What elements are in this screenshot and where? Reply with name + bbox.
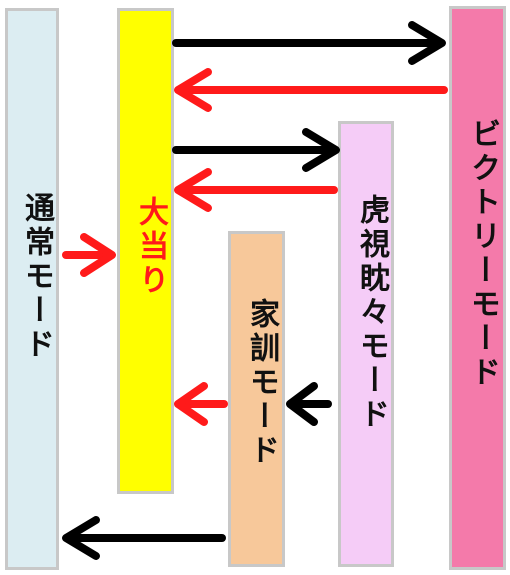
watching-mode-bar — [338, 121, 394, 567]
family-mode-label: 家訓モード — [244, 298, 279, 468]
arrow-family-to-jackpot — [174, 382, 228, 426]
watching-mode-label: 虎視眈々モード — [354, 194, 389, 432]
normal-mode-bar — [5, 8, 59, 570]
arrow-normal-to-jackpot — [62, 233, 116, 277]
arrow-jackpot-to-watching — [172, 128, 340, 172]
arrow-watching-to-jackpot — [174, 168, 338, 212]
victory-mode-bar — [449, 6, 506, 570]
arrow-watching-to-family — [286, 382, 332, 426]
jackpot-bar — [117, 8, 174, 494]
arrow-jackpot-to-victory — [172, 21, 446, 65]
arrow-victory-to-jackpot — [174, 68, 448, 112]
family-mode-bar — [228, 231, 285, 567]
jackpot-label: 大当り — [133, 196, 168, 298]
victory-mode-label: ビクトリーモード — [465, 118, 500, 390]
normal-mode-label: 通常モード — [19, 192, 54, 362]
arrow-family-to-normal — [62, 516, 226, 560]
